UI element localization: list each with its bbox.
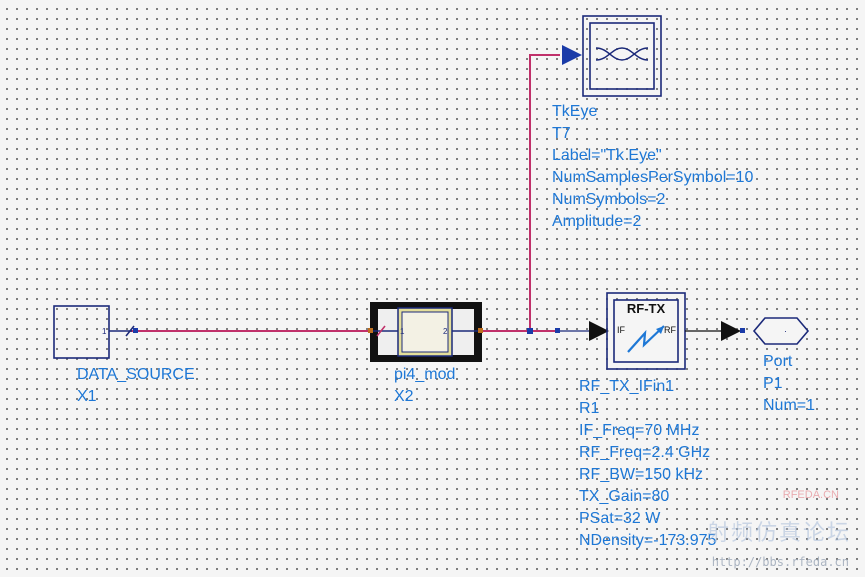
rf-tx-param: RF_BW=150 kHz [579, 466, 704, 483]
output-arrow-icon [721, 321, 741, 341]
tkeye-box[interactable] [582, 15, 662, 97]
rf-tx-param: RF_Freq=2.4 GHz [579, 444, 711, 461]
port-hexagon[interactable] [752, 317, 810, 345]
rf-tx-title: RF-TX [627, 301, 666, 316]
wire-to-tkeye[interactable] [529, 54, 560, 331]
tkeye-param: Amplitude=2 [552, 213, 642, 230]
tkeye-name: TkEye [552, 103, 598, 120]
port-id: P1 [763, 375, 783, 392]
tkeye-symbol[interactable] [562, 15, 662, 97]
bus-slash-icon [125, 325, 135, 337]
pi4-mod-label: pi4_mod X2 [394, 364, 455, 408]
tkeye-id: T7 [552, 125, 571, 142]
wire-net[interactable] [130, 54, 560, 332]
port-symbol[interactable]: · [752, 317, 810, 345]
lightning-icon [627, 325, 665, 353]
rf-tx-if-pin-label: IF [617, 325, 626, 335]
data-source-name: DATA_SOURCE [77, 366, 195, 383]
wire-junction[interactable] [527, 328, 533, 334]
pi4-mod-symbol[interactable]: 1 2 [368, 302, 483, 362]
bus-slash-icon [376, 325, 386, 337]
eye-diagram-icon [595, 47, 649, 61]
data-source-id: X1 [77, 388, 97, 405]
pin-marker[interactable] [740, 328, 745, 333]
rf-tx-label: RF_TX_IFin1 R1 IF_Freq=70 MHz RF_Freq=2.… [579, 376, 716, 552]
pi4-mod-pin-out-label: 2 [443, 327, 448, 336]
rf-tx-name: RF_TX_IFin1 [579, 378, 675, 395]
pin-marker[interactable] [133, 328, 138, 333]
rf-tx-id: R1 [579, 400, 600, 417]
data-source-label: DATA_SOURCE X1 [77, 364, 195, 408]
port-dot-icon: · [784, 326, 787, 336]
port-param: Num=1 [763, 397, 816, 414]
tkeye-param: NumSymbols=2 [552, 191, 666, 208]
rf-tx-param: NDensity=-173.975 [579, 532, 717, 549]
tkeye-label: TkEye T7 Label="Tk Eye" NumSamplesPerSym… [552, 101, 753, 233]
rf-tx-param: TX_Gain=80 [579, 488, 670, 505]
tkeye-param: Label="Tk Eye" [552, 147, 662, 164]
data-source-pin-label: 1 [102, 327, 107, 336]
pi4-mod-name: pi4_mod [394, 366, 456, 383]
rf-tx-param: IF_Freq=70 MHz [579, 422, 700, 439]
pi4-mod-id: X2 [394, 388, 414, 405]
rf-tx-param: PSat=32 W [579, 510, 661, 527]
port-name: Port [763, 353, 793, 370]
tkeye-param: NumSamplesPerSymbol=10 [552, 169, 754, 186]
port-label: Port P1 Num=1 [763, 351, 815, 417]
pin-marker[interactable] [478, 328, 483, 333]
data-source-symbol[interactable]: 1 [53, 305, 138, 359]
rf-tx-symbol[interactable]: RF-TX IF RF [555, 292, 745, 370]
data-source-box[interactable] [53, 305, 110, 359]
pin-marker[interactable] [368, 328, 373, 333]
input-arrow-icon [562, 45, 582, 65]
pin-marker[interactable] [555, 328, 560, 333]
pi4-mod-pin-in-label: 1 [400, 327, 405, 336]
input-arrow-icon [589, 321, 609, 341]
rf-tx-rf-pin-label: RF [664, 325, 676, 335]
